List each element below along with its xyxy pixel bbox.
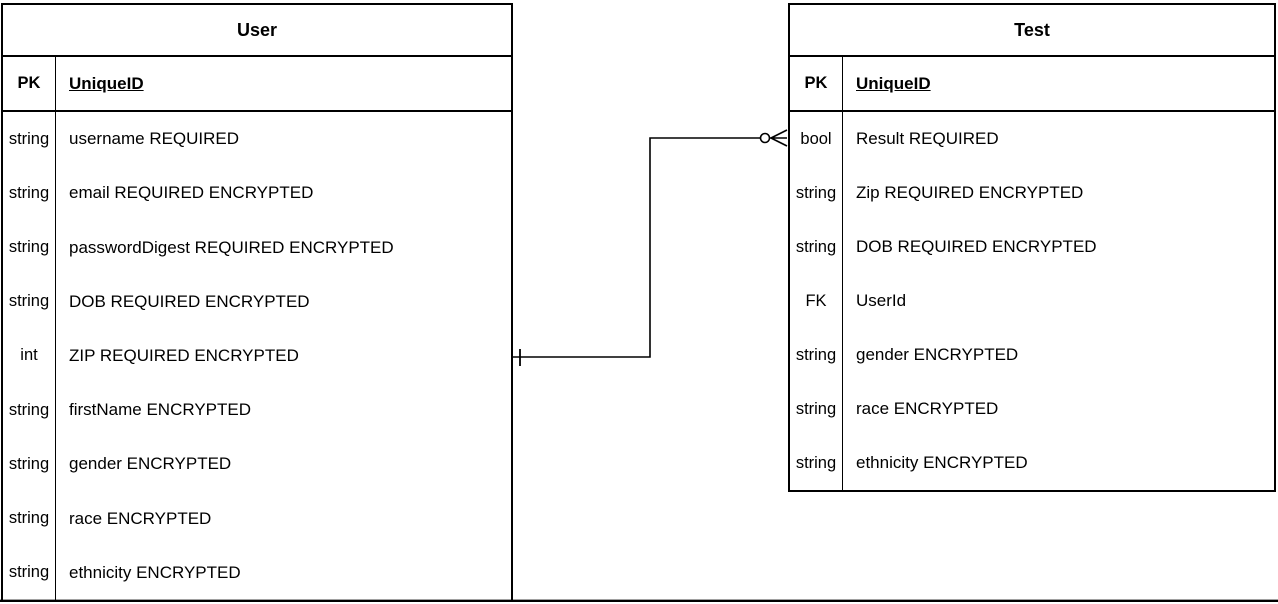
attribute-name: race ENCRYPTED [69,508,212,528]
attribute-row: string Zip REQUIRED ENCRYPTED [790,166,1274,220]
attribute-row: string gender ENCRYPTED [790,328,1274,382]
attribute-type: string [3,383,56,438]
attribute-type: string [3,112,56,167]
pk-key-cell: PK [3,57,56,110]
attribute-type: string [3,220,56,275]
cardinality-zero-circle [759,132,771,144]
entity-title: Test [790,5,1274,57]
attribute-type: string [3,166,56,221]
attribute-type: string [3,545,56,600]
attribute-row: string username REQUIRED [3,112,511,167]
attribute-row: string ethnicity ENCRYPTED [3,545,511,600]
attribute-row: bool Result REQUIRED [790,112,1274,166]
attribute-type: string [3,274,56,329]
entity-table-user: User PK UniqueID string username REQUIRE… [1,3,513,602]
attribute-name: ethnicity ENCRYPTED [856,453,1028,472]
attribute-name: race ENCRYPTED [856,399,999,418]
attribute-name: email REQUIRED ENCRYPTED [69,183,314,203]
primary-key-row: PK UniqueID [790,57,1274,112]
primary-key-row: PK UniqueID [3,57,511,112]
attribute-name: gender ENCRYPTED [856,345,1019,364]
attribute-row: string race ENCRYPTED [790,382,1274,436]
entity-title: User [3,5,511,57]
crow-foot-many-icon [770,129,788,147]
attribute-rows: string username REQUIRED string email RE… [3,112,511,600]
attribute-type: FK [790,274,843,328]
attribute-row: string passwordDigest REQUIRED ENCRYPTED [3,220,511,275]
attribute-type: string [790,382,843,436]
attribute-row: string firstName ENCRYPTED [3,383,511,438]
attribute-row: int ZIP REQUIRED ENCRYPTED [3,328,511,384]
pk-field-cell: UniqueID [69,73,144,93]
attribute-row: string race ENCRYPTED [3,491,511,546]
pk-field-cell: UniqueID [856,73,931,93]
attribute-type: string [790,220,843,274]
attribute-name: ethnicity ENCRYPTED [69,562,241,582]
attribute-name: Result REQUIRED [856,129,999,148]
attribute-row: string gender ENCRYPTED [3,437,511,492]
attribute-row: string ethnicity ENCRYPTED [790,436,1274,490]
attribute-name: DOB REQUIRED ENCRYPTED [69,291,310,311]
attribute-type: int [3,328,56,384]
attribute-rows: bool Result REQUIRED string Zip REQUIRED… [790,112,1274,490]
attribute-type: string [790,436,843,490]
attribute-name: ZIP REQUIRED ENCRYPTED [69,345,299,365]
attribute-row: string DOB REQUIRED ENCRYPTED [3,274,511,329]
attribute-name: firstName ENCRYPTED [69,400,251,420]
attribute-type: string [790,328,843,382]
pk-key-cell: PK [790,57,843,110]
attribute-name: UserId [856,291,907,310]
attribute-name: passwordDigest REQUIRED ENCRYPTED [69,237,394,257]
attribute-row: FK UserId [790,274,1274,328]
attribute-type: string [3,491,56,546]
attribute-name: DOB REQUIRED ENCRYPTED [856,237,1097,256]
attribute-type: string [790,166,843,220]
connector-line [513,137,761,358]
attribute-name: gender ENCRYPTED [69,454,232,474]
attribute-type: bool [790,112,843,166]
attribute-name: Zip REQUIRED ENCRYPTED [856,183,1084,202]
attribute-row: string email REQUIRED ENCRYPTED [3,166,511,221]
entity-table-test: Test PK UniqueID bool Result REQUIRED st… [788,3,1276,492]
attribute-name: username REQUIRED [69,129,240,149]
attribute-type: string [3,437,56,492]
attribute-row: string DOB REQUIRED ENCRYPTED [790,220,1274,274]
